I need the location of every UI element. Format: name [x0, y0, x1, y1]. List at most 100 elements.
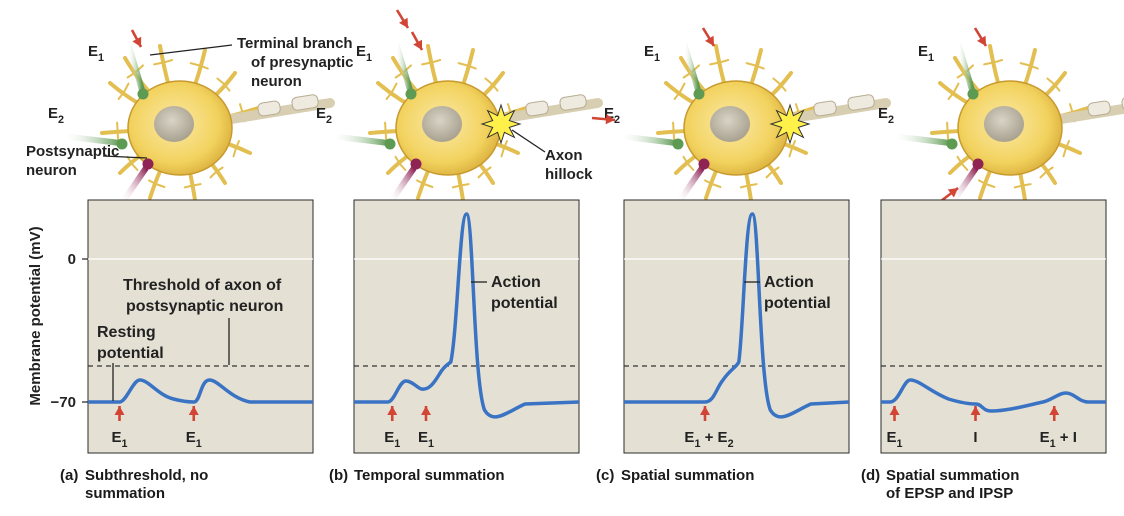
- e2-label-main: E: [48, 105, 58, 122]
- e2-terminal: [946, 138, 958, 150]
- i-terminal: [410, 158, 422, 170]
- postsynaptic-neuron-label: Postsynaptic: [26, 143, 119, 160]
- dendrite-branch: [416, 179, 434, 188]
- e1-label-sub: 1: [366, 52, 372, 64]
- stimulus-label: E1 + I: [1040, 429, 1077, 450]
- myelin-sheath: [291, 94, 319, 111]
- action-potential-label: potential: [491, 295, 558, 312]
- dendrite-branch: [788, 140, 796, 158]
- caption-text: summation: [85, 485, 165, 502]
- dendrite-branch: [189, 62, 209, 70]
- stimulus-label: E1: [886, 429, 902, 450]
- membrane-potential-trace: [88, 378, 313, 404]
- plot-panel-d: E1 I E1 + I: [880, 199, 1107, 454]
- action-potential-label: potential: [764, 295, 831, 312]
- dendrite-branch: [421, 59, 442, 66]
- e1-terminal: [967, 88, 979, 100]
- e1-axon: [393, 42, 413, 91]
- plot-panel-c: E1 + E2: [623, 199, 850, 454]
- myelin-sheath: [1121, 94, 1124, 111]
- e1-axon: [125, 42, 145, 91]
- stimulus-label-sub: 1: [1050, 438, 1056, 450]
- dendrite-branch: [148, 179, 166, 188]
- myelin-sheath: [847, 94, 875, 111]
- membrane-potential-trace: [624, 212, 850, 419]
- e1-terminal: [693, 88, 705, 100]
- e1-label-main: E: [918, 43, 928, 60]
- caption-letter: (a): [60, 467, 78, 484]
- stimulus-label-sub: 1: [196, 438, 202, 450]
- caption-letter: (b): [329, 467, 348, 484]
- action-potential-burst: [769, 103, 811, 145]
- stimulus-arrow-head: [605, 114, 615, 125]
- i-terminal: [698, 158, 710, 170]
- stimulus-arrow-head: [399, 17, 408, 28]
- plot-area: [353, 199, 580, 454]
- dendrite-branch: [500, 140, 508, 158]
- e1-label: E1: [918, 43, 934, 64]
- stimulus-arrow-head: [132, 36, 142, 47]
- resting-potential-label: potential: [97, 345, 164, 362]
- e2-axon: [61, 133, 121, 146]
- dendrite-branch: [1039, 166, 1054, 179]
- e2-label-main: E: [604, 105, 614, 122]
- stimulus-label-sub: 1: [694, 438, 700, 450]
- stimulus-arrow-head: [114, 406, 125, 415]
- dendrite-branch: [709, 59, 730, 66]
- stimulus-arrow-head: [947, 188, 958, 198]
- dendrite-branch: [232, 140, 240, 158]
- dendrite-branch: [457, 62, 477, 70]
- e2-terminal: [116, 138, 128, 150]
- dendrite-branch: [772, 77, 787, 92]
- dendrite-branch: [1019, 62, 1039, 70]
- stimulus-arrow-head: [977, 35, 986, 46]
- dendrite-branch: [765, 166, 780, 179]
- dendrite-branch: [183, 183, 202, 189]
- dendrite-branch: [153, 59, 174, 66]
- dendrite-branch: [117, 82, 130, 100]
- nucleus: [154, 106, 194, 142]
- myelin-sheath: [525, 100, 549, 117]
- stimulus-arrow-head: [889, 406, 900, 415]
- dendrite-branch: [745, 62, 765, 70]
- e1-axon: [955, 42, 975, 91]
- stimulus-label: E1: [384, 429, 400, 450]
- neuron-0: E1E2I: [48, 29, 335, 220]
- plot-area: [880, 199, 1107, 454]
- y-axis-label: Membrane potential (mV): [27, 226, 44, 405]
- i-terminal: [142, 158, 154, 170]
- e2-axon: [891, 133, 951, 146]
- dendrite-branch: [983, 59, 1004, 66]
- e2-label: E2: [316, 105, 332, 126]
- terminal-branch-label: of presynaptic: [251, 54, 354, 71]
- i-axon: [119, 166, 149, 205]
- stimulus-arrow-head: [421, 406, 431, 415]
- terminal-branch-label: neuron: [251, 73, 302, 90]
- dendrite-branch: [216, 77, 231, 92]
- e2-terminal: [384, 138, 396, 150]
- panel-captions: (a)Subthreshold, nosummation(b)Temporal …: [60, 467, 1019, 502]
- dendrite-branch: [947, 82, 960, 100]
- axon-hillock-label: Axon: [545, 147, 583, 164]
- stimulus-label-main2: + E: [700, 429, 727, 446]
- stimulus-label: I: [973, 429, 977, 446]
- caption-text: Temporal summation: [354, 467, 505, 484]
- dendrite-branch: [1046, 77, 1061, 92]
- e2-label-main: E: [878, 105, 888, 122]
- dendrite-branch: [477, 166, 492, 179]
- stimulus-label-main2: + I: [1056, 429, 1077, 446]
- threshold-label: postsynaptic neuron: [126, 298, 283, 315]
- dendrite-branch: [978, 179, 996, 188]
- e2-label-main: E: [316, 105, 326, 122]
- stimulus-label-main: E: [111, 429, 121, 446]
- e1-axon: [681, 42, 701, 91]
- dendrite-branch: [384, 121, 388, 141]
- e2-label-sub: 2: [58, 114, 64, 126]
- postsynaptic-neuron-label: neuron: [26, 162, 77, 179]
- dendrite-branch: [672, 121, 676, 141]
- dendrite-branch: [451, 183, 470, 189]
- dendrite-branch: [209, 166, 224, 179]
- stimulus-label-sub: 1: [428, 438, 434, 450]
- caption-text: Spatial summation: [621, 467, 754, 484]
